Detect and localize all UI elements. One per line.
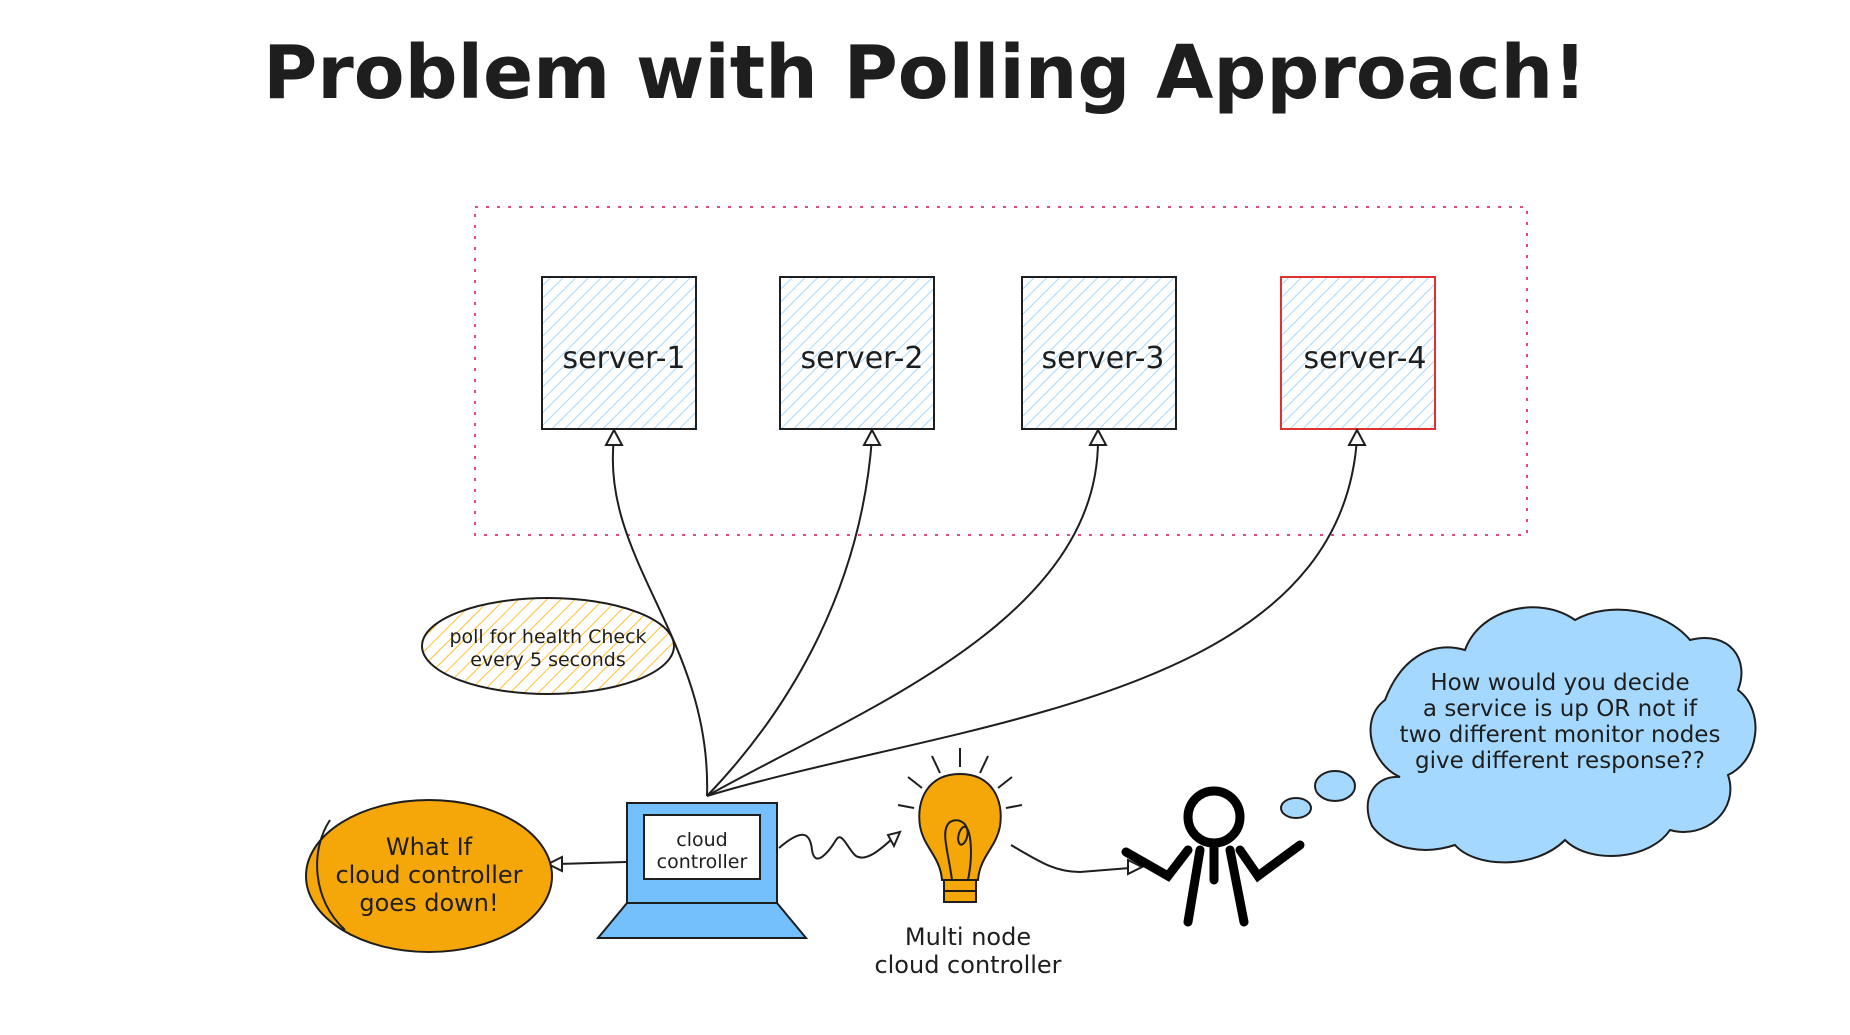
poll-arrows (611, 437, 1358, 797)
poll-note-line-1: poll for health Check (449, 626, 646, 648)
person-icon (1121, 786, 1305, 927)
server-group-boundary (474, 206, 1528, 536)
laptop-keyboard (595, 902, 809, 939)
server-box-3: server-3 (1021, 276, 1177, 430)
controller-line-1: cloud (676, 829, 727, 851)
arrowheads (604, 427, 1367, 446)
failure-line-2: cloud controller (335, 861, 522, 889)
server-box-4-failed: server-4 (1280, 276, 1436, 430)
bulb-to-person-arrow (1010, 844, 1145, 876)
server-label: server-3 (1042, 341, 1165, 376)
thought-dot-small (1280, 797, 1312, 819)
server-label: server-4 (1304, 341, 1427, 376)
failure-line-1: What If (386, 833, 473, 861)
bulb-label-line-2: cloud controller (874, 951, 1061, 979)
thought-line-1: How would you decide (1430, 670, 1689, 696)
poll-arrow-server-3 (706, 437, 1100, 797)
thought-line-3: two different monitor nodes (1400, 722, 1721, 748)
failure-question: What If cloud controller goes down! (305, 799, 553, 953)
lightbulb-icon (897, 748, 1023, 903)
thought-line-2: a service is up OR not if (1423, 696, 1698, 722)
laptop-display (643, 814, 761, 880)
arrowhead-server-4 (1347, 427, 1367, 446)
poll-note: poll for health Check every 5 seconds (421, 597, 675, 695)
failure-line-3: goes down! (359, 889, 498, 917)
bulb-label-line-1: Multi node (905, 923, 1031, 951)
arrowhead-server-3 (1088, 427, 1108, 446)
thought-dot-large (1314, 770, 1356, 802)
squiggle-arrow (778, 830, 902, 860)
poll-arrow-server-4 (706, 437, 1358, 797)
thought-cloud (1366, 606, 1757, 864)
poll-note-line-2: every 5 seconds (470, 649, 626, 671)
poll-arrow-server-2 (706, 437, 873, 797)
failure-arrow (545, 855, 627, 873)
controller-line-2: controller (657, 851, 748, 873)
poll-arrow-server-1 (611, 437, 709, 797)
server-box-2: server-2 (779, 276, 935, 430)
thought-bubble: How would you decide a service is up OR … (1280, 606, 1757, 864)
diagram-title: Problem with Polling Approach! (263, 30, 1587, 116)
arrowhead-server-1 (604, 427, 624, 446)
server-label: server-1 (563, 341, 686, 376)
arrowhead-server-2 (862, 427, 882, 446)
thought-line-4: give different response?? (1415, 748, 1705, 774)
server-label: server-2 (801, 341, 924, 376)
server-box-1: server-1 (541, 276, 697, 430)
laptop-icon: cloud controller (595, 802, 809, 939)
sketch-stroke (316, 819, 346, 931)
